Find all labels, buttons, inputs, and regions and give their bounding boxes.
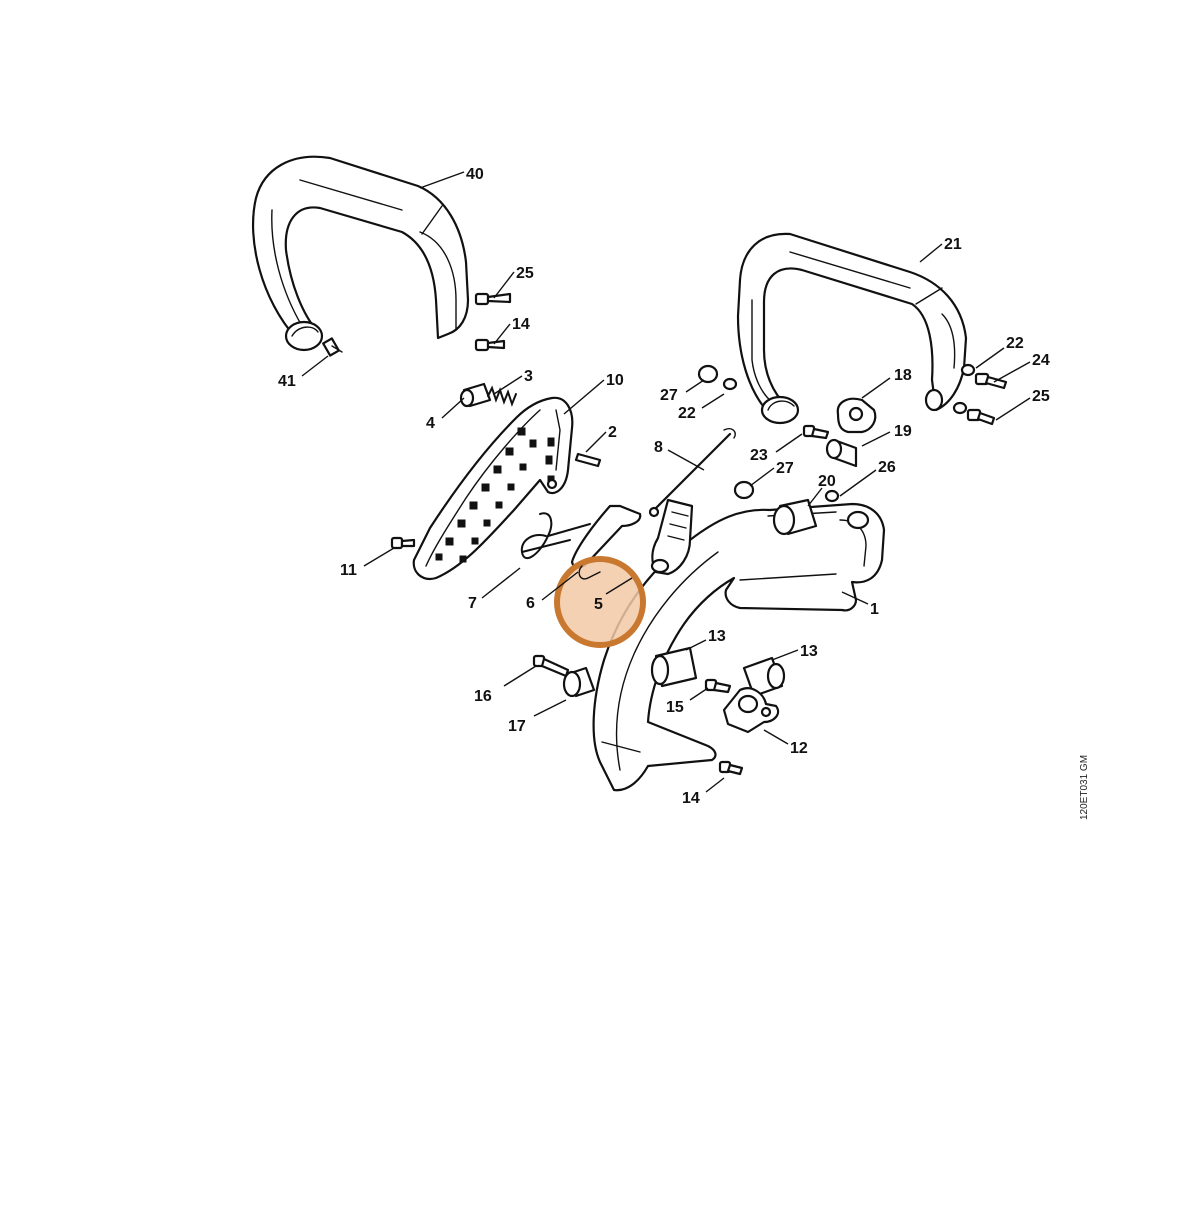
callout-19[interactable]: 19	[894, 423, 912, 440]
callout-14[interactable]: 14	[682, 790, 700, 807]
callout-14[interactable]: 14	[512, 316, 530, 333]
part-13-rubber-buffer-left[interactable]	[650, 646, 698, 688]
callout-2[interactable]: 2	[608, 424, 617, 441]
part-2-pin[interactable]	[574, 452, 602, 468]
callout-6[interactable]: 6	[526, 595, 535, 612]
part-14-screw-left[interactable]	[474, 338, 506, 352]
part-24-screw[interactable]	[974, 372, 1008, 390]
part-5-highlight-marker[interactable]	[554, 556, 646, 648]
part-19-rubber-buffer[interactable]	[825, 438, 858, 468]
callout-23[interactable]: 23	[750, 447, 768, 464]
callout-labels: 40 25 14 41 3 10 4 2 8 11 7 6 5 21 22 24…	[278, 166, 1050, 807]
callout-21[interactable]: 21	[944, 236, 962, 253]
part-13-rubber-buffer-right[interactable]	[742, 656, 786, 698]
callout-41[interactable]: 41	[278, 373, 296, 390]
part-8-throttle-rod[interactable]	[648, 428, 736, 518]
callout-40[interactable]: 40	[466, 166, 484, 183]
callout-25[interactable]: 25	[516, 265, 534, 282]
callout-5[interactable]: 5	[594, 596, 603, 613]
part-17-rubber-buffer[interactable]	[562, 666, 596, 698]
part-22-washer-left[interactable]	[722, 377, 738, 391]
part-16-screw[interactable]	[532, 654, 570, 678]
part-27-nut-top[interactable]	[697, 364, 719, 384]
callout-24[interactable]: 24	[1032, 352, 1050, 369]
part-18-bracket[interactable]	[836, 397, 877, 434]
callout-1[interactable]: 1	[870, 601, 879, 618]
callout-27[interactable]: 27	[660, 387, 678, 404]
part-10-handle-moulding[interactable]	[412, 396, 574, 580]
callout-22[interactable]: 22	[678, 405, 696, 422]
callout-22[interactable]: 22	[1006, 335, 1024, 352]
part-11-screw[interactable]	[390, 536, 416, 550]
callout-8[interactable]: 8	[654, 439, 663, 456]
leader-lines	[301, 171, 1031, 793]
part-26-washer[interactable]	[824, 489, 840, 503]
callout-13[interactable]: 13	[708, 628, 726, 645]
callout-3[interactable]: 3	[524, 368, 533, 385]
part-4-pin[interactable]	[459, 382, 492, 408]
part-23-screw[interactable]	[802, 424, 830, 440]
figure-code: 120ET031 GM	[1079, 755, 1090, 820]
callout-13[interactable]: 13	[800, 643, 818, 660]
callout-10[interactable]: 10	[606, 372, 624, 389]
part-40-handle-bar[interactable]	[252, 155, 470, 352]
part-20-rubber-buffer[interactable]	[772, 498, 818, 536]
callout-12[interactable]: 12	[790, 740, 808, 757]
callout-15[interactable]: 15	[666, 699, 684, 716]
callout-11[interactable]: 11	[340, 562, 357, 579]
callout-17[interactable]: 17	[508, 718, 526, 735]
part-3-spring[interactable]	[487, 385, 517, 407]
callout-16[interactable]: 16	[474, 688, 492, 705]
callout-20[interactable]: 20	[818, 473, 836, 490]
callout-18[interactable]: 18	[894, 367, 912, 384]
part-6-throttle-trigger[interactable]	[570, 498, 694, 576]
callout-27[interactable]: 27	[776, 460, 794, 477]
part-21-handle-bar[interactable]	[736, 232, 968, 425]
part-41-screw[interactable]	[322, 337, 343, 357]
part-7-torsion-spring[interactable]	[520, 512, 591, 559]
part-25-screw-left[interactable]	[474, 292, 512, 306]
part-27-nut-middle[interactable]	[733, 480, 755, 500]
part-1-handle-housing[interactable]	[592, 502, 886, 792]
callout-26[interactable]: 26	[878, 459, 896, 476]
callout-25[interactable]: 25	[1032, 388, 1050, 405]
part-25-screw-right[interactable]	[952, 401, 996, 426]
callout-7[interactable]: 7	[468, 595, 477, 612]
part-15-screw[interactable]	[704, 678, 732, 694]
callout-4[interactable]: 4	[426, 415, 435, 432]
part-22-washer-right[interactable]	[960, 363, 976, 377]
part-14-screw-bottom[interactable]	[718, 760, 744, 776]
part-12-bracket[interactable]	[722, 687, 780, 734]
